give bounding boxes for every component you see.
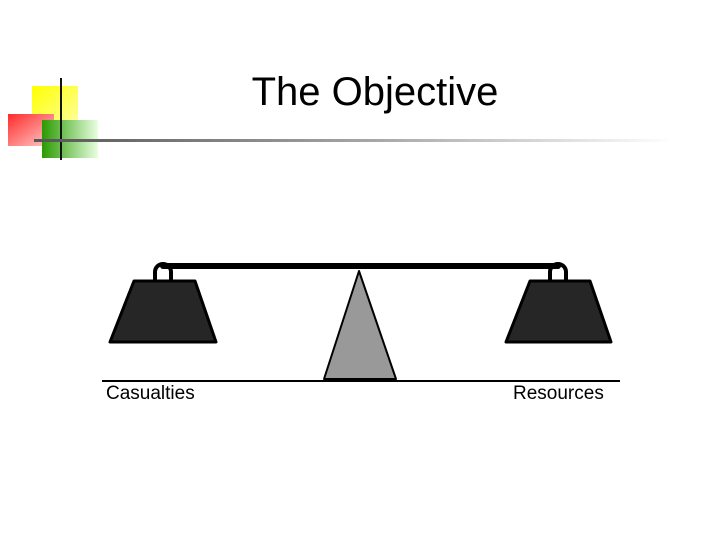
deco-horizontal-rule — [34, 139, 674, 142]
weight-icon — [504, 279, 613, 344]
right-weight-ring — [548, 262, 568, 280]
weight-icon — [108, 279, 218, 344]
resources-label: Resources — [513, 383, 604, 404]
left-weight-ring — [153, 262, 173, 280]
triangle-icon — [323, 270, 397, 380]
casualties-label: Casualties — [106, 383, 195, 404]
slide-title: The Objective — [251, 70, 499, 114]
